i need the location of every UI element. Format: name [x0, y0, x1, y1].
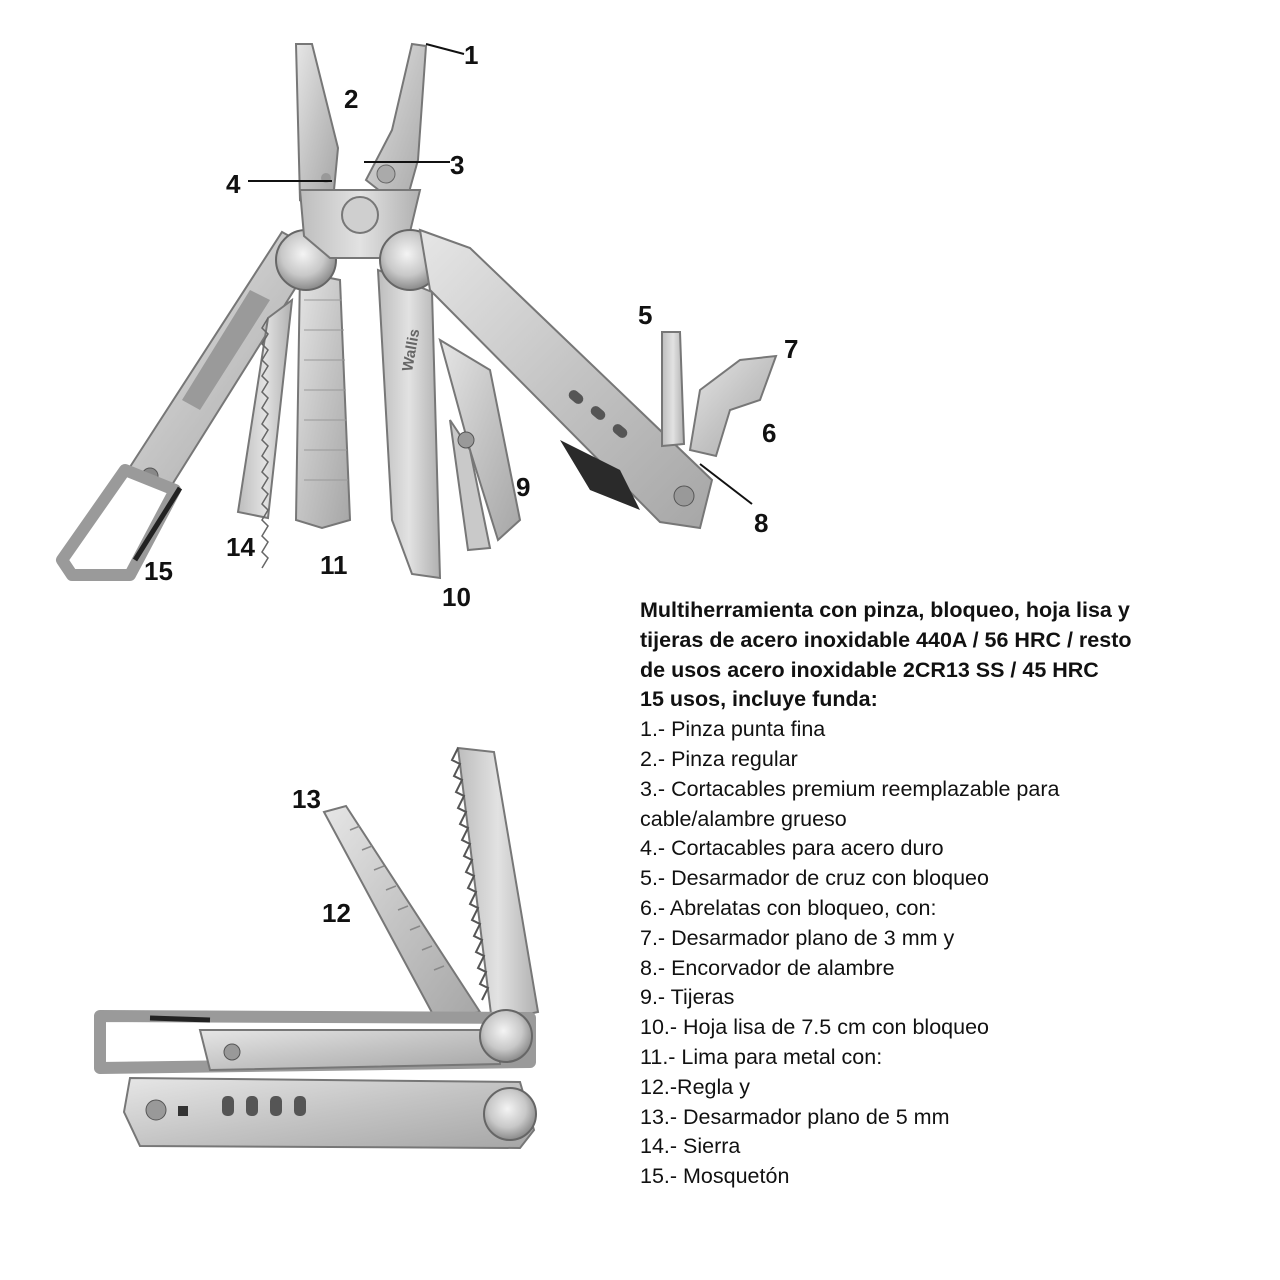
description-block: Multiherramienta con pinza, bloqueo, hoj…	[640, 596, 1240, 1192]
callout-10: 10	[442, 582, 471, 612]
list-item: 1.- Pinza punta fina	[640, 717, 826, 742]
heading-line-1: Multiherramienta con pinza, bloqueo, hoj…	[640, 598, 1130, 622]
list-item: 2.- Pinza regular	[640, 746, 798, 771]
list-item: 4.- Cortacables para acero duro	[640, 836, 944, 861]
list-item: 11.- Lima para metal con:	[640, 1044, 883, 1069]
list-item: 13.- Desarmador plano de 5 mm	[640, 1104, 950, 1129]
list-item: 15.- Mosquetón	[640, 1164, 790, 1189]
callout-11: 11	[320, 550, 348, 580]
list-item: 12.-Regla y	[640, 1074, 750, 1099]
callout-15: 15	[144, 556, 173, 586]
leader-line-8	[699, 463, 753, 505]
list-item: 3.- Cortacables premium reemplazable par…	[640, 776, 1060, 801]
list-item: 5.- Desarmador de cruz con bloqueo	[640, 866, 989, 891]
list-item: 10.- Hoja lisa de 7.5 cm con bloqueo	[640, 1015, 989, 1040]
callout-6: 6	[762, 418, 777, 448]
right-handle	[418, 228, 714, 530]
callout-1: 1	[464, 40, 479, 70]
plain-blade: Wallis	[376, 268, 442, 580]
closed-pivot-lower	[483, 1087, 537, 1141]
callout-12: 12	[322, 898, 351, 928]
callout-7: 7	[784, 334, 799, 364]
callout-3: 3	[450, 150, 465, 180]
carabiner	[56, 464, 183, 581]
leader-line-1	[425, 43, 465, 55]
scissors	[438, 337, 522, 552]
metal-file	[294, 270, 352, 530]
closed-pivot-upper	[479, 1009, 533, 1063]
callout-4: 4	[226, 169, 241, 199]
closed-upper-handle	[94, 1010, 536, 1074]
list-item: 9.- Tijeras	[640, 985, 735, 1010]
can-opener	[688, 354, 778, 458]
heading-line-4: 15 usos, incluye funda:	[640, 687, 878, 712]
callout-14: 14	[226, 532, 255, 562]
closed-lower-handle	[122, 1076, 536, 1150]
list-item: cable/alambre grueso	[640, 806, 847, 831]
list-item: 14.- Sierra	[640, 1134, 741, 1159]
heading-line-2: tijeras de acero inoxidable 440A / 56 HR…	[640, 627, 1132, 652]
saw-blade	[236, 297, 294, 569]
phillips-screwdriver	[661, 331, 686, 448]
callout-2: 2	[344, 84, 359, 114]
saw-blade-closed	[450, 746, 540, 1024]
heading-line-3: de usos acero inoxidable 2CR13 SS / 45 H…	[640, 657, 1099, 682]
list-item: 6.- Abrelatas con bloqueo, con:	[640, 895, 937, 920]
callout-9: 9	[516, 472, 531, 502]
callout-8: 8	[754, 508, 769, 538]
callout-5: 5	[638, 300, 653, 330]
list-item: 8.- Encorvador de alambre	[640, 955, 895, 980]
callout-13: 13	[292, 784, 321, 814]
list-item: 7.- Desarmador plano de 3 mm y	[640, 925, 955, 950]
